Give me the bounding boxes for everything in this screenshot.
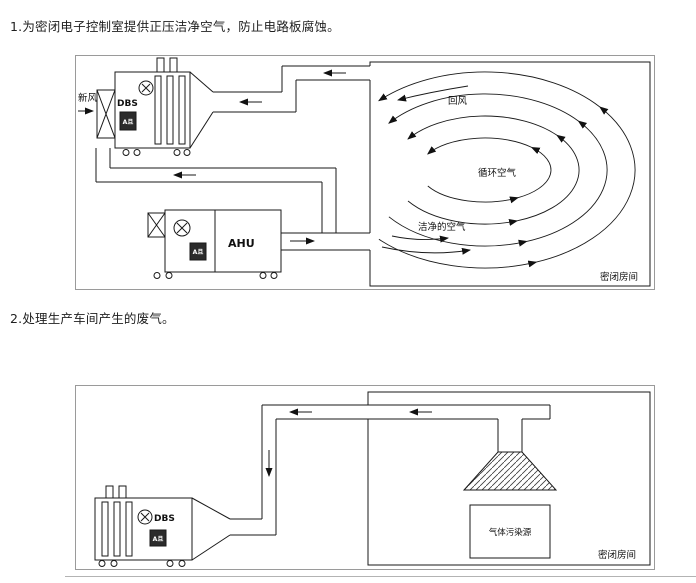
damper-icon bbox=[96, 89, 116, 139]
dbs-label: DBS bbox=[117, 99, 138, 109]
damper-icon bbox=[147, 212, 166, 238]
caster-wheel-icon bbox=[165, 272, 173, 279]
component-box bbox=[189, 242, 207, 261]
caster-wheel-icon bbox=[259, 272, 267, 279]
dbs-unit bbox=[94, 485, 231, 567]
caster-wheel-icon bbox=[133, 149, 141, 156]
exhaust-hood bbox=[462, 451, 558, 491]
supply-duct bbox=[281, 232, 370, 251]
diagram-waste-gas-treatment: DBS A且 气体污染源 密闭房间 bbox=[75, 385, 655, 570]
fan-icon bbox=[173, 219, 191, 237]
caption-1: 1.为密闭电子控制室提供正压洁净空气，防止电路板腐蚀。 bbox=[10, 19, 340, 34]
ahu-unit bbox=[147, 209, 282, 279]
dbs-label: DBS bbox=[154, 514, 175, 524]
fan-icon bbox=[137, 509, 153, 525]
ahu-label: AHU bbox=[228, 237, 255, 250]
component-box bbox=[119, 111, 137, 131]
inlet-taper bbox=[191, 497, 231, 561]
caster-wheel-icon bbox=[98, 560, 106, 567]
dbs-unit bbox=[96, 57, 214, 156]
caster-wheel-icon bbox=[153, 272, 161, 279]
caster-wheel-icon bbox=[166, 560, 174, 567]
outlet-taper bbox=[189, 71, 214, 149]
return-duct bbox=[213, 65, 370, 113]
sealed-room-walls bbox=[367, 391, 651, 566]
pollution-source-box bbox=[469, 504, 551, 559]
caster-wheel-icon bbox=[178, 560, 186, 567]
diagram2-frame bbox=[75, 385, 655, 570]
diagram1-frame bbox=[75, 55, 655, 290]
diagram1-labels: 新风 DBS A且 AHU A且 回风 循环空气 洁净的空气 密闭房间 bbox=[78, 92, 638, 283]
pollution-source-label: 气体污染源 bbox=[489, 527, 532, 538]
diagram-positive-pressure-air: 新风 DBS A且 AHU A且 回风 循环空气 洁净的空气 密闭房间 bbox=[75, 55, 655, 290]
caster-wheel-icon bbox=[183, 149, 191, 156]
caster-wheel-icon bbox=[270, 272, 278, 279]
fresh-air-label: 新风 bbox=[78, 92, 98, 104]
sealed-room-label: 密闭房间 bbox=[598, 549, 636, 561]
return-air-label: 回风 bbox=[448, 96, 468, 107]
fan-icon bbox=[138, 80, 154, 96]
exhaust-duct bbox=[230, 404, 551, 536]
connecting-duct bbox=[95, 148, 337, 233]
caster-wheel-icon bbox=[173, 149, 181, 156]
ahu-box-label: A且 bbox=[193, 248, 204, 256]
diagram2-labels: DBS A且 气体污染源 密闭房间 bbox=[153, 514, 636, 561]
sealed-room-label: 密闭房间 bbox=[600, 271, 638, 283]
airflow-arcs bbox=[378, 71, 636, 269]
caster-wheel-icon bbox=[122, 149, 130, 156]
caption-2: 2.处理生产车间产生的废气。 bbox=[10, 311, 175, 326]
clean-air-label: 洁净的空气 bbox=[418, 221, 466, 233]
component-box bbox=[149, 529, 167, 547]
caster-wheel-icon bbox=[110, 560, 118, 567]
dbs-box-label: A且 bbox=[123, 118, 134, 126]
circulating-air-label: 循环空气 bbox=[478, 167, 517, 179]
bottom-divider bbox=[65, 576, 696, 577]
sealed-room-walls bbox=[369, 61, 651, 287]
dbs-box-label: A且 bbox=[153, 535, 164, 543]
